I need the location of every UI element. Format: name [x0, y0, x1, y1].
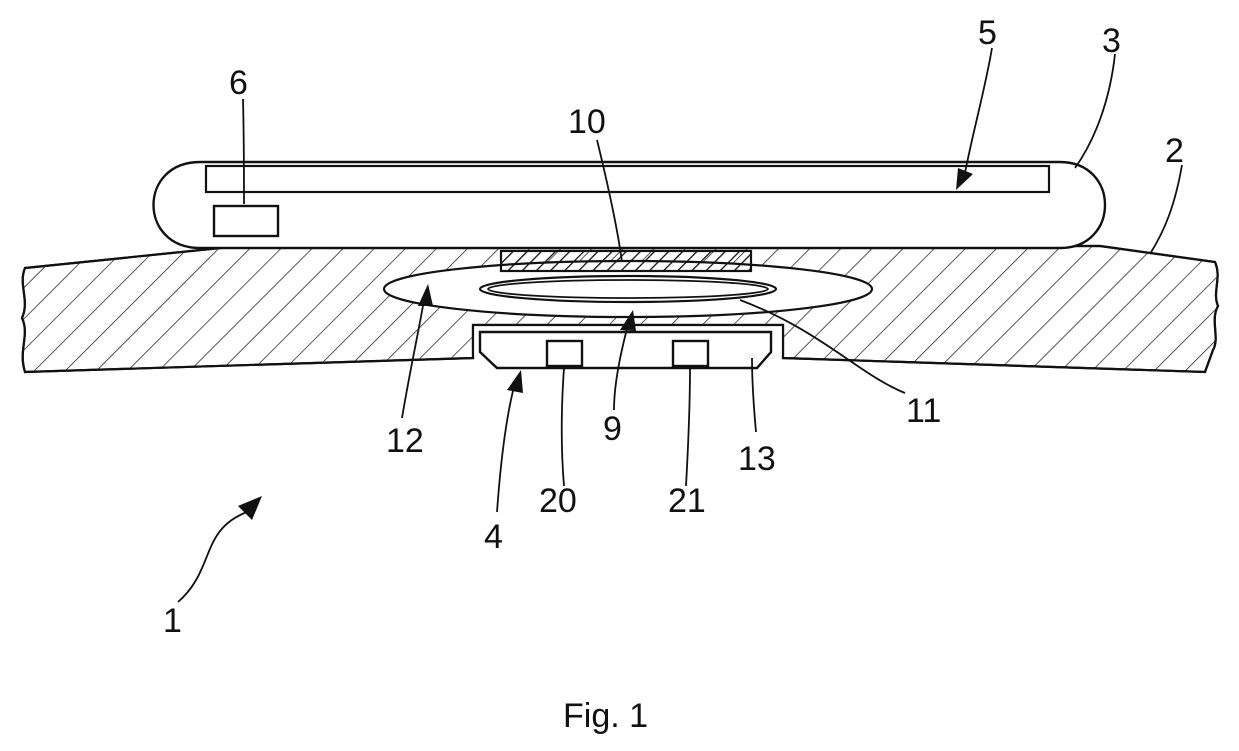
label-1: 1 [163, 602, 182, 640]
label-21: 21 [668, 482, 706, 520]
display-5 [206, 166, 1049, 192]
label-9: 9 [603, 410, 622, 448]
component-20 [547, 341, 582, 366]
arrow-1 [238, 496, 262, 520]
component-6 [214, 206, 278, 236]
component-21 [673, 341, 708, 366]
label-3: 3 [1102, 22, 1121, 60]
label-6: 6 [229, 64, 248, 102]
figure-caption: Fig. 1 [563, 697, 648, 735]
arrow-4 [507, 370, 523, 393]
label-13: 13 [738, 440, 776, 478]
label-20: 20 [539, 482, 577, 520]
label-5: 5 [978, 14, 997, 52]
label-12: 12 [386, 422, 424, 460]
pad-10 [501, 251, 751, 271]
label-11: 11 [906, 392, 941, 430]
label-10: 10 [568, 103, 606, 141]
label-2: 2 [1165, 132, 1184, 170]
label-4: 4 [484, 518, 503, 556]
